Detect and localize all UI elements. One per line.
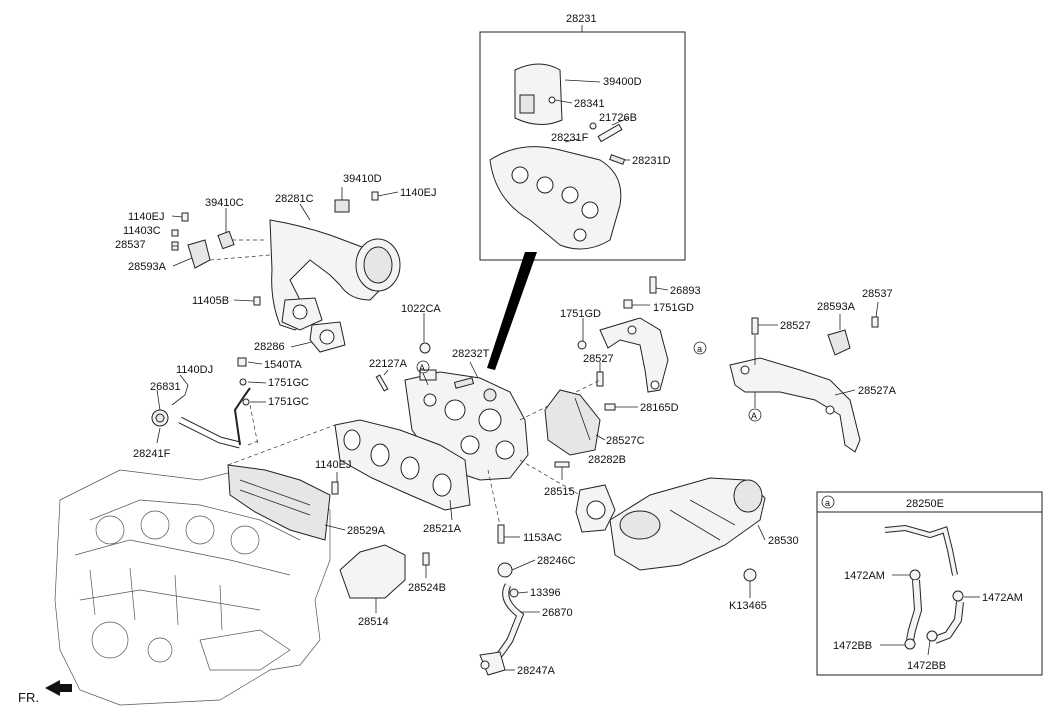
label-1472BB-b: 1472BB <box>907 660 946 672</box>
marker-circles <box>416 341 762 422</box>
catalytic-converter <box>519 459 766 598</box>
inset-hose-box <box>816 491 1043 676</box>
label-28231D: 28231D <box>632 155 671 167</box>
exhaust-manifold <box>227 419 471 613</box>
marker-A-center: A <box>419 363 425 373</box>
label-28527-a: 28527 <box>583 353 614 365</box>
label-28521A: 28521A <box>423 523 462 535</box>
label-1140DJ: 1140DJ <box>176 364 213 376</box>
label-39400D: 39400D <box>603 76 642 88</box>
label-28165D: 28165D <box>640 402 679 414</box>
label-26831: 26831 <box>150 381 181 393</box>
label-28593A-left: 28593A <box>128 261 167 273</box>
label-28537-right: 28537 <box>862 288 893 300</box>
label-1153AC: 1153AC <box>523 532 562 544</box>
water-pipe <box>151 357 267 449</box>
label-13396: 13396 <box>530 587 561 599</box>
right-bracket-28527A <box>729 301 879 453</box>
label-1472AM-a: 1472AM <box>844 570 885 582</box>
label-1022CA: 1022CA <box>401 303 441 315</box>
label-39410C: 39410C <box>205 197 244 209</box>
heat-shield-callout-box <box>479 25 686 370</box>
label-28282B: 28282B <box>588 454 626 466</box>
label-39410D: 39410D <box>343 173 382 185</box>
label-28524B: 28524B <box>408 582 446 594</box>
label-28537-left: 28537 <box>115 239 146 251</box>
label-28515: 28515 <box>544 486 575 498</box>
label-28281C: 28281C <box>275 193 314 205</box>
label-1140EJ-left: 1140EJ <box>128 211 165 223</box>
label-1540TA: 1540TA <box>264 359 302 371</box>
label-28250E: 28250E <box>906 498 944 510</box>
turbo-support-bracket <box>519 276 669 421</box>
label-28246C: 28246C <box>537 555 576 567</box>
label-28527C: 28527C <box>606 435 645 447</box>
label-28593A-right: 28593A <box>817 301 856 313</box>
label-28530: 28530 <box>768 535 799 547</box>
label-1751GD-a: 1751GD <box>560 308 601 320</box>
label-28232T: 28232T <box>452 348 490 360</box>
label-1472BB-a: 1472BB <box>833 640 872 652</box>
front-direction-arrow <box>45 680 72 696</box>
label-28341: 28341 <box>574 98 605 110</box>
label-1751GC-b: 1751GC <box>268 396 309 408</box>
label-28527A: 28527A <box>858 385 897 397</box>
label-28529A: 28529A <box>347 525 386 537</box>
part-labels: 28231 39400D 28341 21726B 28231F 28231D … <box>18 13 1023 705</box>
label-21726B: 21726B <box>599 112 637 124</box>
label-1751GD-b: 1751GD <box>653 302 694 314</box>
label-28231F: 28231F <box>551 132 589 144</box>
marker-a-right: a <box>697 344 702 354</box>
label-28241F: 28241F <box>133 448 171 460</box>
label-22127A: 22127A <box>369 358 408 370</box>
label-28231: 28231 <box>566 13 597 25</box>
label-28527-b: 28527 <box>780 320 811 332</box>
catalyst-heat-shield <box>544 389 606 456</box>
label-11403C: 11403C <box>123 225 161 237</box>
label-1751GC-a: 1751GC <box>268 377 309 389</box>
label-26893: 26893 <box>670 285 701 297</box>
label-1140EJ-mid: 1140EJ <box>315 459 352 471</box>
label-28514: 28514 <box>358 616 389 628</box>
label-1140EJ-top: 1140EJ <box>400 187 437 199</box>
label-26870: 26870 <box>542 607 573 619</box>
marker-A-right: A <box>751 411 757 421</box>
label-K13465: K13465 <box>729 600 767 612</box>
front-label: FR. <box>18 690 39 705</box>
engine-block-outline <box>54 469 331 706</box>
label-28286: 28286 <box>254 341 285 353</box>
intake-pipe <box>171 187 401 353</box>
label-11405B: 11405B <box>192 295 229 307</box>
label-28247A: 28247A <box>517 665 556 677</box>
label-1472AM-b: 1472AM <box>982 592 1023 604</box>
oil-feed-pipe <box>479 469 540 676</box>
marker-a-inset: a <box>825 498 830 508</box>
